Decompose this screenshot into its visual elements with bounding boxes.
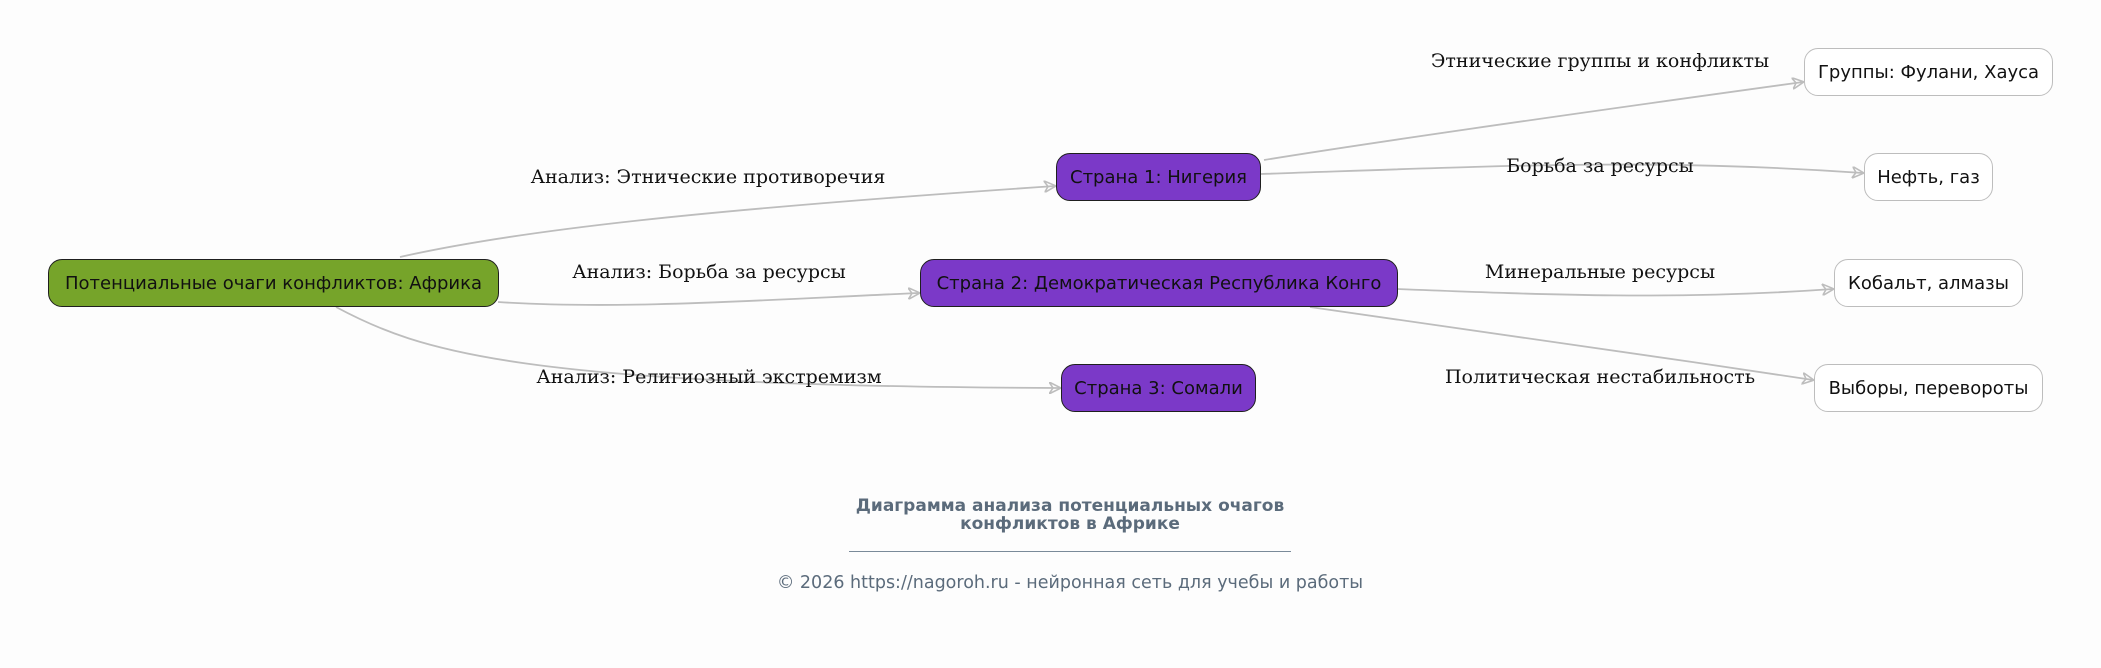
edge-label-mineral: Минеральные ресурсы <box>1484 261 1716 283</box>
node-country-nigeria: Страна 1: Нигерия <box>1056 153 1261 201</box>
node-country-congo: Страна 2: Демократическая Республика Кон… <box>920 259 1398 307</box>
edge-label-resource-struggle: Борьба за ресурсы <box>1506 155 1694 177</box>
node-root: Потенциальные очаги конфликтов: Африка <box>48 259 499 307</box>
edge-nigeria-to-groups <box>1263 82 1803 161</box>
caption-divider <box>849 551 1291 552</box>
node-leaf-oil-gas: Нефть, газ <box>1864 153 1993 201</box>
edge-root-to-congo <box>497 293 919 306</box>
edge-nigeria-to-oil <box>1260 163 1863 174</box>
edge-root-to-nigeria <box>399 186 1055 258</box>
node-leaf-groups: Группы: Фулани, Хауса <box>1804 48 2053 96</box>
edge-label-resources: Анализ: Борьба за ресурсы <box>572 261 846 283</box>
node-leaf-elections: Выборы, перевороты <box>1814 364 2043 412</box>
copyright-text: © 2026 https://nagoroh.ru - нейронная се… <box>776 573 1364 593</box>
edge-congo-to-elections <box>1309 306 1813 380</box>
diagram-caption: Диаграмма анализа потенциальных очагов к… <box>855 496 1285 534</box>
edge-label-political: Политическая нестабильность <box>1444 366 1756 388</box>
node-country-somalia: Страна 3: Сомали <box>1061 364 1256 412</box>
node-leaf-cobalt: Кобальт, алмазы <box>1834 259 2023 307</box>
edge-label-ethnic-groups: Этнические группы и конфликты <box>1430 50 1770 72</box>
edge-label-ethnic: Анализ: Этнические противоречия <box>530 166 886 188</box>
edge-congo-to-cobalt <box>1396 289 1833 297</box>
edge-root-to-somalia <box>335 306 1060 388</box>
edge-label-religious: Анализ: Религиозный экстремизм <box>536 366 882 388</box>
